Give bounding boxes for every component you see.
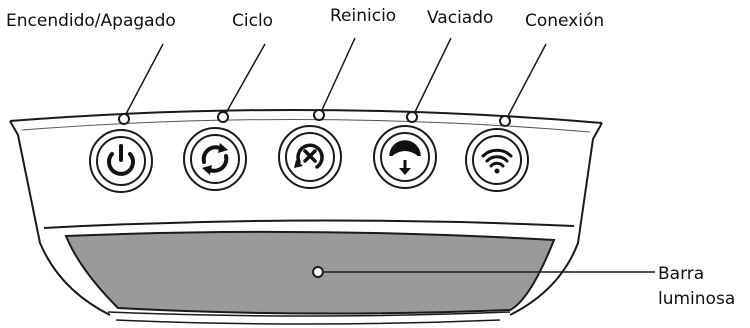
label-light-bar-line1: Barra: [658, 264, 705, 284]
label-reset: Reinicio: [330, 6, 397, 26]
reset-button[interactable]: [278, 125, 342, 189]
light-bar-marker: [312, 266, 324, 278]
light-bar: [64, 230, 556, 315]
wifi-icon: [481, 148, 513, 168]
leader-dots: [118, 109, 511, 127]
label-cycle: Ciclo: [232, 11, 274, 31]
connection-button[interactable]: [465, 128, 529, 192]
drain-button[interactable]: [373, 125, 437, 189]
label-light-bar: Barra luminosa: [658, 262, 735, 312]
drain-icon: [389, 140, 421, 175]
label-connection: Conexión: [525, 11, 605, 31]
power-button[interactable]: [89, 129, 153, 193]
reset-x-icon: [296, 143, 324, 169]
leader-lines: [125, 37, 547, 117]
label-light-bar-line2: luminosa: [658, 289, 736, 309]
label-power: Encendido/Apagado: [6, 11, 176, 31]
panel-body: [9, 108, 603, 325]
power-icon: [107, 144, 135, 176]
label-drain: Vaciado: [427, 8, 494, 28]
cycle-button[interactable]: [183, 127, 247, 191]
